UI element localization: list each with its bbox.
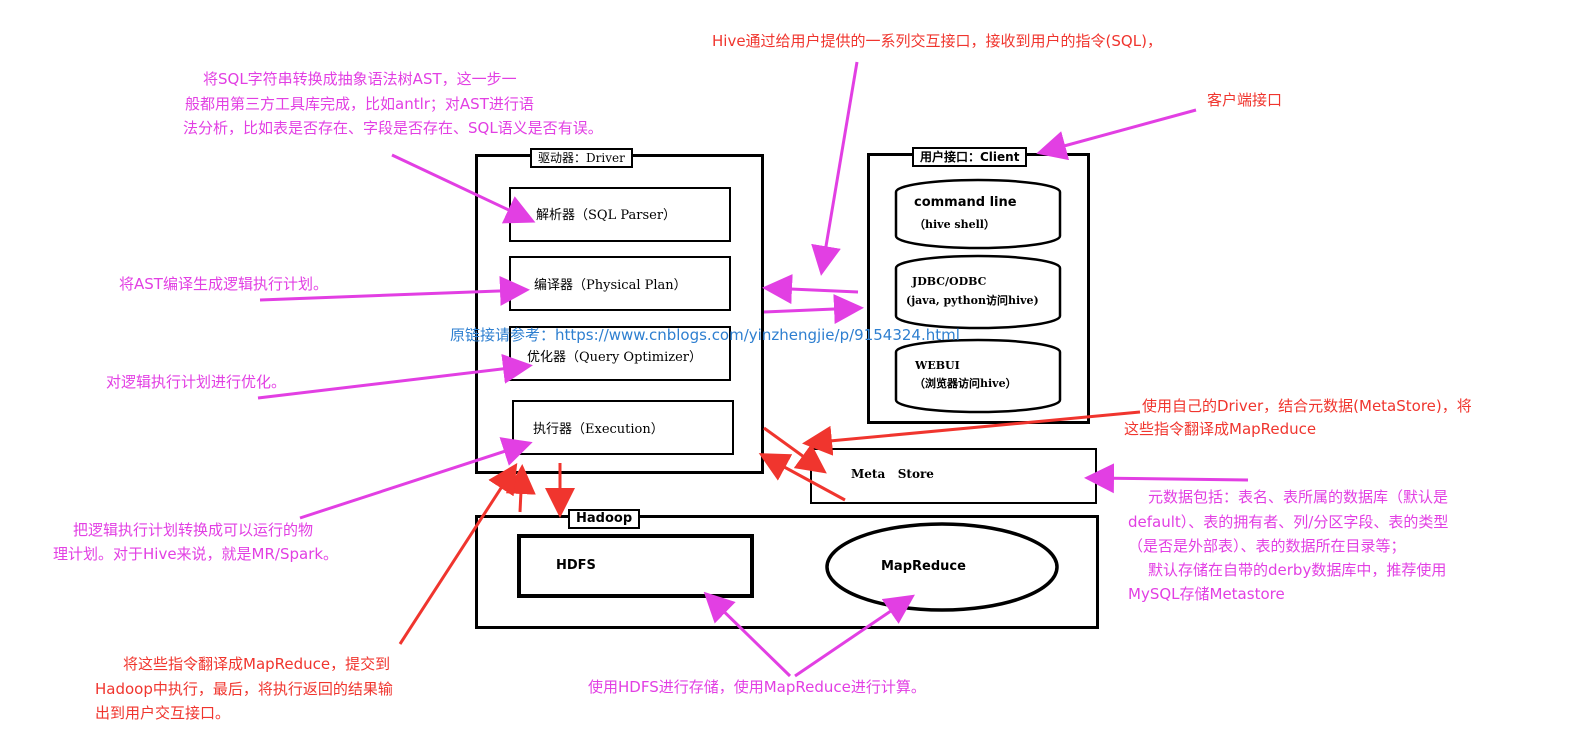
executor-box — [512, 400, 734, 455]
jdbc-sub-label: (java, python访问hive) — [906, 294, 1039, 307]
mapreduce-label: MapReduce — [881, 559, 966, 574]
parser-box — [509, 187, 731, 242]
jdbc-cylinder — [894, 254, 1062, 330]
client-note: 客户端接口 — [1207, 91, 1283, 109]
metastore-label: Meta Store — [851, 467, 934, 481]
compiler-box — [509, 256, 731, 311]
metastore-note-line1: 元数据包括：表名、表所属的数据库（默认是 — [1148, 488, 1449, 506]
cli-sub-label: （hive shell） — [914, 218, 995, 231]
arrow-metastore — [1084, 463, 1249, 494]
arrow-mapreduce — [794, 594, 915, 678]
parser-note-line2: 般都用第三方工具库完成，比如antlr；对AST进行语 — [185, 95, 534, 113]
arrow-optimizer — [257, 353, 533, 400]
arrow-driver-to-client — [763, 294, 864, 325]
arrow-hdfs — [703, 591, 792, 678]
arrow-driver-meta — [802, 410, 1141, 456]
webui-label: WEBUI — [915, 359, 960, 372]
driver-meta-note-line2: 这些指令翻译成MapReduce — [1124, 420, 1317, 438]
parser-label: 解析器（SQL Parser） — [536, 208, 677, 223]
metastore-note-line5: MySQL存储Metastore — [1128, 585, 1285, 603]
arrow-submit — [398, 462, 518, 645]
metastore-note-line4: 默认存储在自带的derby数据库中，推荐使用 — [1148, 561, 1447, 579]
compiler-note: 将AST编译生成逻辑执行计划。 — [119, 275, 328, 293]
arrow-client-to-driver — [762, 274, 859, 305]
command-line-cylinder — [894, 178, 1062, 250]
arrow-executor — [299, 437, 533, 520]
client-title: 用户接口：Client — [912, 147, 1028, 167]
executor-label: 执行器（Execution） — [533, 422, 664, 437]
submit-note-line1: 将这些指令翻译成MapReduce，提交到 — [123, 655, 391, 673]
driver-meta-note-line1: 使用自己的Driver，结合元数据(MetaStore)，将 — [1142, 397, 1472, 415]
metastore-note-line3: （是否是外部表）、表的数据所在目录等； — [1128, 537, 1406, 555]
metastore-box — [810, 448, 1097, 504]
cli-label: command line — [914, 195, 1017, 210]
submit-note-line2: Hadoop中执行，最后，将执行返回的结果输 — [95, 680, 393, 698]
executor-note-line2: 理计划。对于Hive来说，就是MR/Spark。 — [53, 545, 339, 563]
hive-interface-note: Hive通过给用户提供的一系列交互接口，接收到用户的指令(SQL)， — [712, 32, 1162, 50]
arrow-compiler — [259, 275, 530, 306]
arrow-hadoop-up — [505, 464, 536, 513]
executor-note-line1: 把逻辑执行计划转换成可以运行的物 — [73, 521, 314, 539]
source-watermark: 原链接请参考：https://www.cnblogs.com/yinzhengj… — [450, 326, 960, 344]
arrow-client — [1036, 108, 1197, 161]
driver-title: 驱动器：Driver — [530, 148, 633, 168]
optimizer-note: 对逻辑执行计划进行优化。 — [106, 373, 287, 391]
jdbc-label: JDBC/ODBC — [912, 275, 987, 288]
arrow-hive-interface — [811, 61, 859, 276]
optimizer-box — [509, 326, 731, 381]
webui-sub-label: （浏览器访问hive） — [914, 377, 1017, 390]
webui-cylinder — [894, 338, 1062, 414]
metastore-note-line2: default）、表的拥有者、列/分区字段、表的类型 — [1128, 513, 1449, 531]
hdfs-box — [517, 534, 754, 598]
submit-note-line3: 出到用户交互接口。 — [95, 704, 231, 722]
hadoop-title: Hadoop — [568, 509, 641, 529]
compiler-label: 编译器（Physical Plan） — [534, 278, 687, 293]
parser-note-line1: 将SQL字符串转换成抽象语法树AST，这一步一 — [203, 70, 517, 88]
parser-note-line3: 法分析，比如表是否存在、字段是否存在、SQL语义是否有误。 — [183, 119, 603, 137]
hadoop-note: 使用HDFS进行存储，使用MapReduce进行计算。 — [588, 678, 926, 696]
arrow-driver-to-meta — [763, 426, 827, 474]
hdfs-label: HDFS — [556, 558, 596, 573]
arrow-meta-to-driver — [758, 453, 846, 502]
optimizer-label: 优化器（Query Optimizer） — [527, 350, 703, 365]
arrow-parser — [391, 153, 536, 224]
